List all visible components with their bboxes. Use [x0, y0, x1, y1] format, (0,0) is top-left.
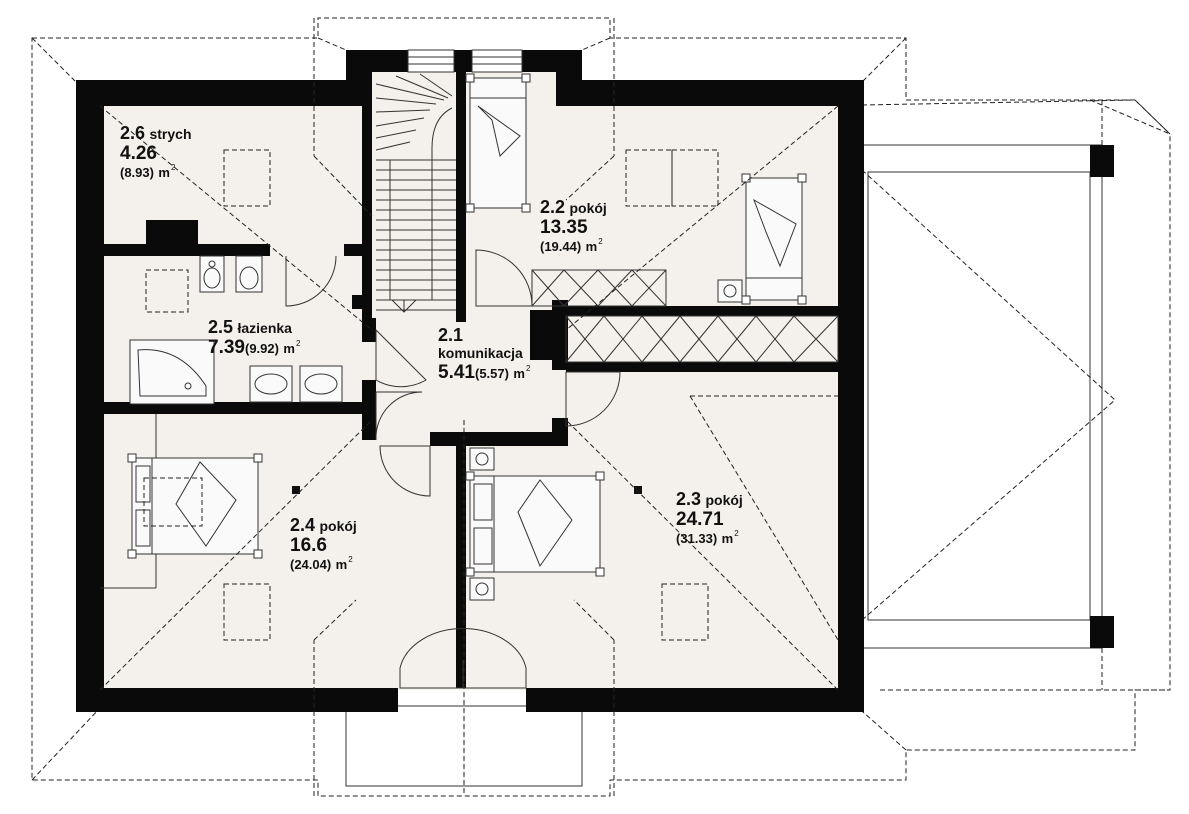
bed-room-24 — [100, 414, 263, 589]
room-area: 13.35 — [540, 217, 588, 238]
room-number: 2.1 — [438, 325, 464, 345]
room-name: łazienka — [237, 320, 292, 336]
area-unit-exponent: 2 — [170, 163, 176, 172]
room-area-total: (31.33) — [676, 531, 718, 546]
area-unit-exponent: 2 — [525, 364, 531, 373]
room-label-pokoj-23: 2.3 pokój 24.71 (31.33) m2 — [676, 490, 743, 548]
room-number: 2.4 — [290, 515, 316, 535]
room-name: pokój — [319, 518, 357, 534]
room-name: strych — [149, 126, 192, 142]
area-unit-exponent: 2 — [348, 555, 353, 564]
bed-room-23 — [465, 447, 605, 601]
room-label-lazienka: 2.5 łazienka 7.39(9.92) m2 — [208, 318, 300, 358]
room-label-komunikacja: 2.1 komunikacja 5.41(5.57) m2 — [438, 326, 530, 383]
room-area-total: (5.57) — [474, 366, 509, 381]
bathroom-fixtures — [129, 255, 343, 405]
area-unit: m — [513, 366, 525, 381]
room-name: pokój — [569, 200, 607, 216]
room-label-pokoj-24: 2.4 pokój 16.6 (24.04) m2 — [290, 516, 357, 574]
room-area: 4.26 — [120, 143, 157, 164]
balcony — [345, 705, 583, 787]
room-area: 7.39 — [208, 337, 245, 358]
walls — [76, 49, 864, 712]
room-number: 2.6 — [120, 123, 146, 143]
room-number: 2.5 — [208, 317, 234, 337]
terrace — [861, 99, 1171, 691]
room-area-total: (9.92) — [244, 341, 279, 356]
area-unit-exponent: 2 — [598, 237, 603, 246]
room-label-strych: 2.6 strych 4.26 (8.93) m2 — [120, 124, 192, 182]
room-area-total: (8.93) — [120, 165, 154, 180]
room-number: 2.2 — [540, 197, 566, 217]
area-unit: m — [283, 341, 295, 356]
room-name: komunikacja — [438, 345, 523, 361]
bed-room-22b — [717, 173, 807, 305]
area-unit: m — [335, 557, 348, 572]
area-unit: m — [585, 239, 598, 254]
area-unit-exponent: 2 — [295, 339, 301, 348]
bed-room-22 — [465, 73, 531, 213]
staircase — [375, 73, 456, 313]
room-area: 5.41 — [438, 362, 475, 383]
skylights — [143, 149, 719, 641]
roof-ridges — [99, 18, 839, 796]
room-area-total: (19.44) — [540, 239, 582, 254]
area-unit: m — [158, 165, 170, 180]
wardrobes — [531, 269, 839, 363]
area-unit: m — [721, 531, 734, 546]
room-area-total: (24.04) — [290, 557, 332, 572]
room-number: 2.3 — [676, 489, 702, 509]
room-area: 16.6 — [290, 535, 327, 556]
area-unit-exponent: 2 — [734, 529, 739, 538]
room-area: 24.71 — [676, 509, 724, 530]
beds — [100, 73, 807, 601]
room-name: pokój — [705, 492, 743, 508]
room-label-pokoj-22: 2.2 pokój 13.35 (19.44) m2 — [540, 198, 607, 256]
